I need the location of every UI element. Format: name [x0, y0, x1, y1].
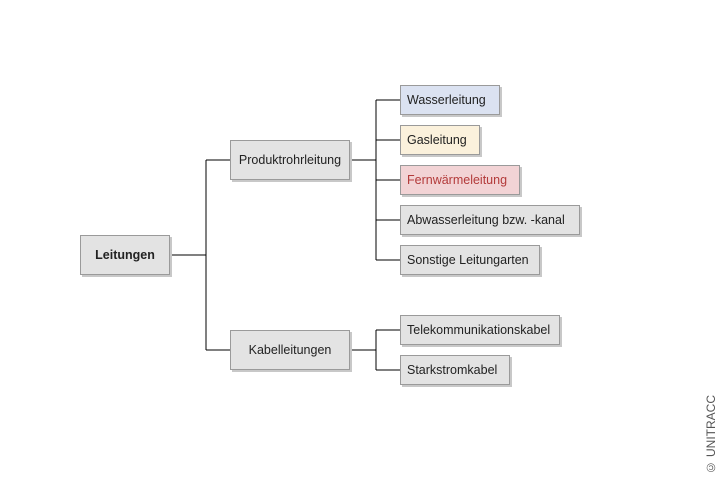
- branch-node-produktrohrleitung: Produktrohrleitung: [230, 140, 350, 180]
- leaf-node-gasleitung: Gasleitung: [400, 125, 480, 155]
- leaf-node-telekommunikationskabel: Telekommunikationskabel: [400, 315, 560, 345]
- leaf-node-fernwaermeleitung: Fernwärmeleitung: [400, 165, 520, 195]
- leaf-node-sonstige-leitungarten: Sonstige Leitungarten: [400, 245, 540, 275]
- leaf-node-wasserleitung: Wasserleitung: [400, 85, 500, 115]
- leaf-node-abwasserleitung: Abwasserleitung bzw. -kanal: [400, 205, 580, 235]
- copyright-notice: © UNITRACC: [704, 394, 718, 474]
- leaf-node-starkstromkabel: Starkstromkabel: [400, 355, 510, 385]
- root-node-leitungen: Leitungen: [80, 235, 170, 275]
- branch-node-kabelleitungen: Kabelleitungen: [230, 330, 350, 370]
